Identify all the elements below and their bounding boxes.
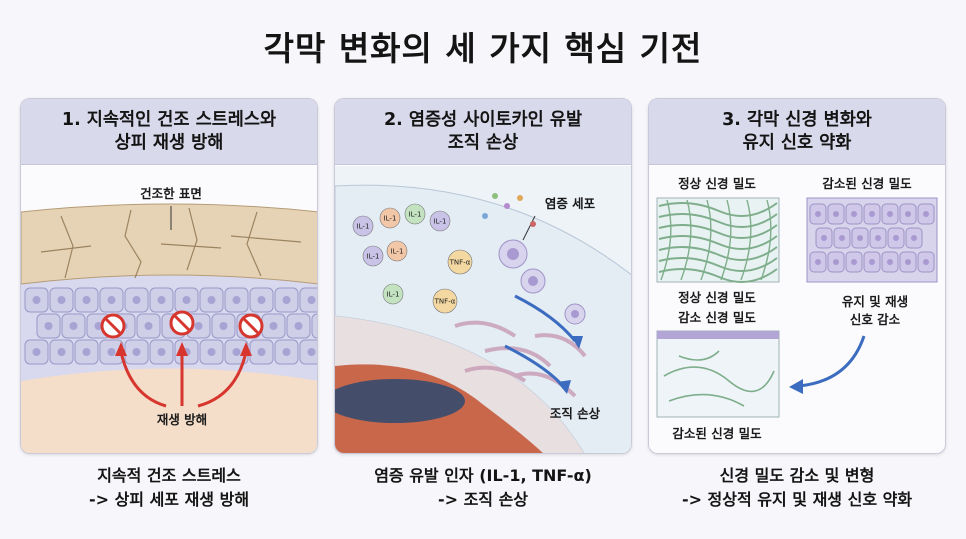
epithelium-illustration: 건조한 표면 재생 방해	[21, 166, 317, 453]
cell-nucleus	[282, 348, 291, 356]
signal-arrow	[798, 335, 866, 388]
svg-text:IL-1: IL-1	[384, 215, 397, 223]
cell-nucleus	[219, 322, 228, 330]
cytokine-marker: IL-1	[429, 210, 451, 232]
panel-dry-stress: 1. 지속적인 건조 스트레스와 상피 재생 방해 건조한 표면	[20, 98, 318, 454]
panel-cytokine: 2. 염증성 사이토카인 유발 조직 손상 조직 손상	[334, 98, 632, 454]
cell-nucleus	[107, 296, 116, 304]
cytokine-marker: IL-1	[379, 207, 401, 229]
cytokine-marker: TNF-α	[447, 249, 473, 275]
label-regeneration-block: 재생 방해	[157, 412, 207, 427]
cell-nucleus	[107, 348, 116, 356]
cell-nucleus	[207, 348, 216, 356]
regeneration-arrows	[119, 351, 248, 408]
cell-nucleus	[294, 322, 303, 330]
cell-nucleus	[157, 348, 166, 356]
cell-nucleus	[82, 296, 91, 304]
svg-text:IL-1: IL-1	[357, 223, 370, 231]
epithelial-cell	[311, 313, 317, 339]
cell-nucleus	[69, 322, 78, 330]
svg-text:IL-1: IL-1	[434, 218, 447, 226]
cell-nucleus	[57, 348, 66, 356]
particles	[482, 193, 536, 227]
svg-text:TNF-α: TNF-α	[434, 298, 456, 306]
no-entry-icon	[100, 313, 126, 339]
cytokine-marker: IL-1	[386, 240, 408, 262]
cell-nucleus	[32, 348, 41, 356]
cell-nucleus	[94, 322, 103, 330]
cell-nucleus	[132, 348, 141, 356]
cell-nucleus	[232, 296, 241, 304]
panel-nerve: 3. 각막 신경 변화와 유지 신호 약화 정상 신경 밀도 감소된 신경 밀도…	[648, 98, 946, 454]
cell-nucleus	[144, 322, 153, 330]
no-entry-icon	[169, 310, 195, 336]
label-normal-density-top: 정상 신경 밀도	[678, 176, 756, 191]
cell-nucleus	[57, 296, 66, 304]
cell-nucleus	[307, 296, 316, 304]
cell-nucleus	[32, 296, 41, 304]
inflammatory-cells	[498, 239, 586, 325]
svg-text:IL-1: IL-1	[409, 211, 422, 219]
epithelium-strip	[657, 331, 779, 339]
sparse-nerves	[663, 350, 775, 407]
svg-text:IL-1: IL-1	[367, 253, 380, 261]
stroma-layer	[21, 361, 317, 453]
cell-nucleus	[307, 348, 316, 356]
caption-3: 신경 밀도 감소 및 변형-> 정상적 유지 및 재생 신호 약화	[681, 466, 913, 509]
cell-nucleus	[157, 296, 166, 304]
cell-nucleus	[82, 348, 91, 356]
panel-2-heading: 2. 염증성 사이토카인 유발 조직 손상	[335, 99, 631, 165]
dense-nerves	[658, 199, 778, 283]
cytokine-marker: TNF-α	[432, 288, 458, 314]
label-dry-surface: 건조한 표면	[140, 186, 202, 201]
cell-nucleus	[257, 296, 266, 304]
cell-nucleus	[44, 322, 53, 330]
cell-nucleus	[207, 296, 216, 304]
cell-nucleus	[257, 348, 266, 356]
surface-cracks	[40, 207, 302, 279]
cell-nucleus	[232, 348, 241, 356]
damaged-fibers	[454, 320, 587, 398]
label-reduced-density-bottom: 감소된 신경 밀도	[672, 426, 762, 441]
cytokine-marker: IL-1	[362, 245, 384, 267]
label-tissue-damage: 조직 손상	[550, 406, 601, 421]
nerve-density-illustration: 정상 신경 밀도 감소된 신경 밀도 정상 신경 밀도 감소 신경 밀도 유지 …	[649, 166, 945, 453]
caption-1: 지속적 건조 스트레스-> 상피 세포 재생 방해	[88, 466, 250, 509]
no-entry-icon	[238, 313, 264, 339]
label-reduced-density-top: 감소된 신경 밀도	[822, 176, 912, 191]
label-normal-density-mid: 정상 신경 밀도	[678, 290, 756, 305]
cell-nucleus	[194, 322, 203, 330]
cell-nucleus	[182, 296, 191, 304]
epithelium-cells	[809, 203, 935, 273]
cell-nucleus	[132, 296, 141, 304]
cytokine-marker: IL-1	[382, 283, 404, 305]
panel-3-heading: 3. 각막 신경 변화와 유지 신호 약화	[649, 99, 945, 165]
cell-nucleus	[282, 296, 291, 304]
cell-nucleus	[269, 322, 278, 330]
page-title: 각막 변화의 세 가지 핵심 기전	[263, 29, 703, 68]
lens	[335, 379, 465, 423]
cytokine-marker: IL-1	[404, 203, 426, 225]
label-reduced-density-mid: 감소 신경 밀도	[678, 310, 756, 325]
panel-1-heading: 1. 지속적인 건조 스트레스와 상피 재생 방해	[21, 99, 317, 165]
svg-text:IL-1: IL-1	[391, 248, 404, 256]
block-icons	[100, 310, 264, 339]
caption-2: 염증 유발 인자 (IL-1, TNF-α)-> 조직 손상	[374, 466, 592, 509]
label-inflammatory-cells: 염증 세포	[545, 196, 596, 211]
cytokine-marker: IL-1	[352, 215, 374, 237]
svg-text:IL-1: IL-1	[387, 291, 400, 299]
svg-text:TNF-α: TNF-α	[449, 259, 471, 267]
